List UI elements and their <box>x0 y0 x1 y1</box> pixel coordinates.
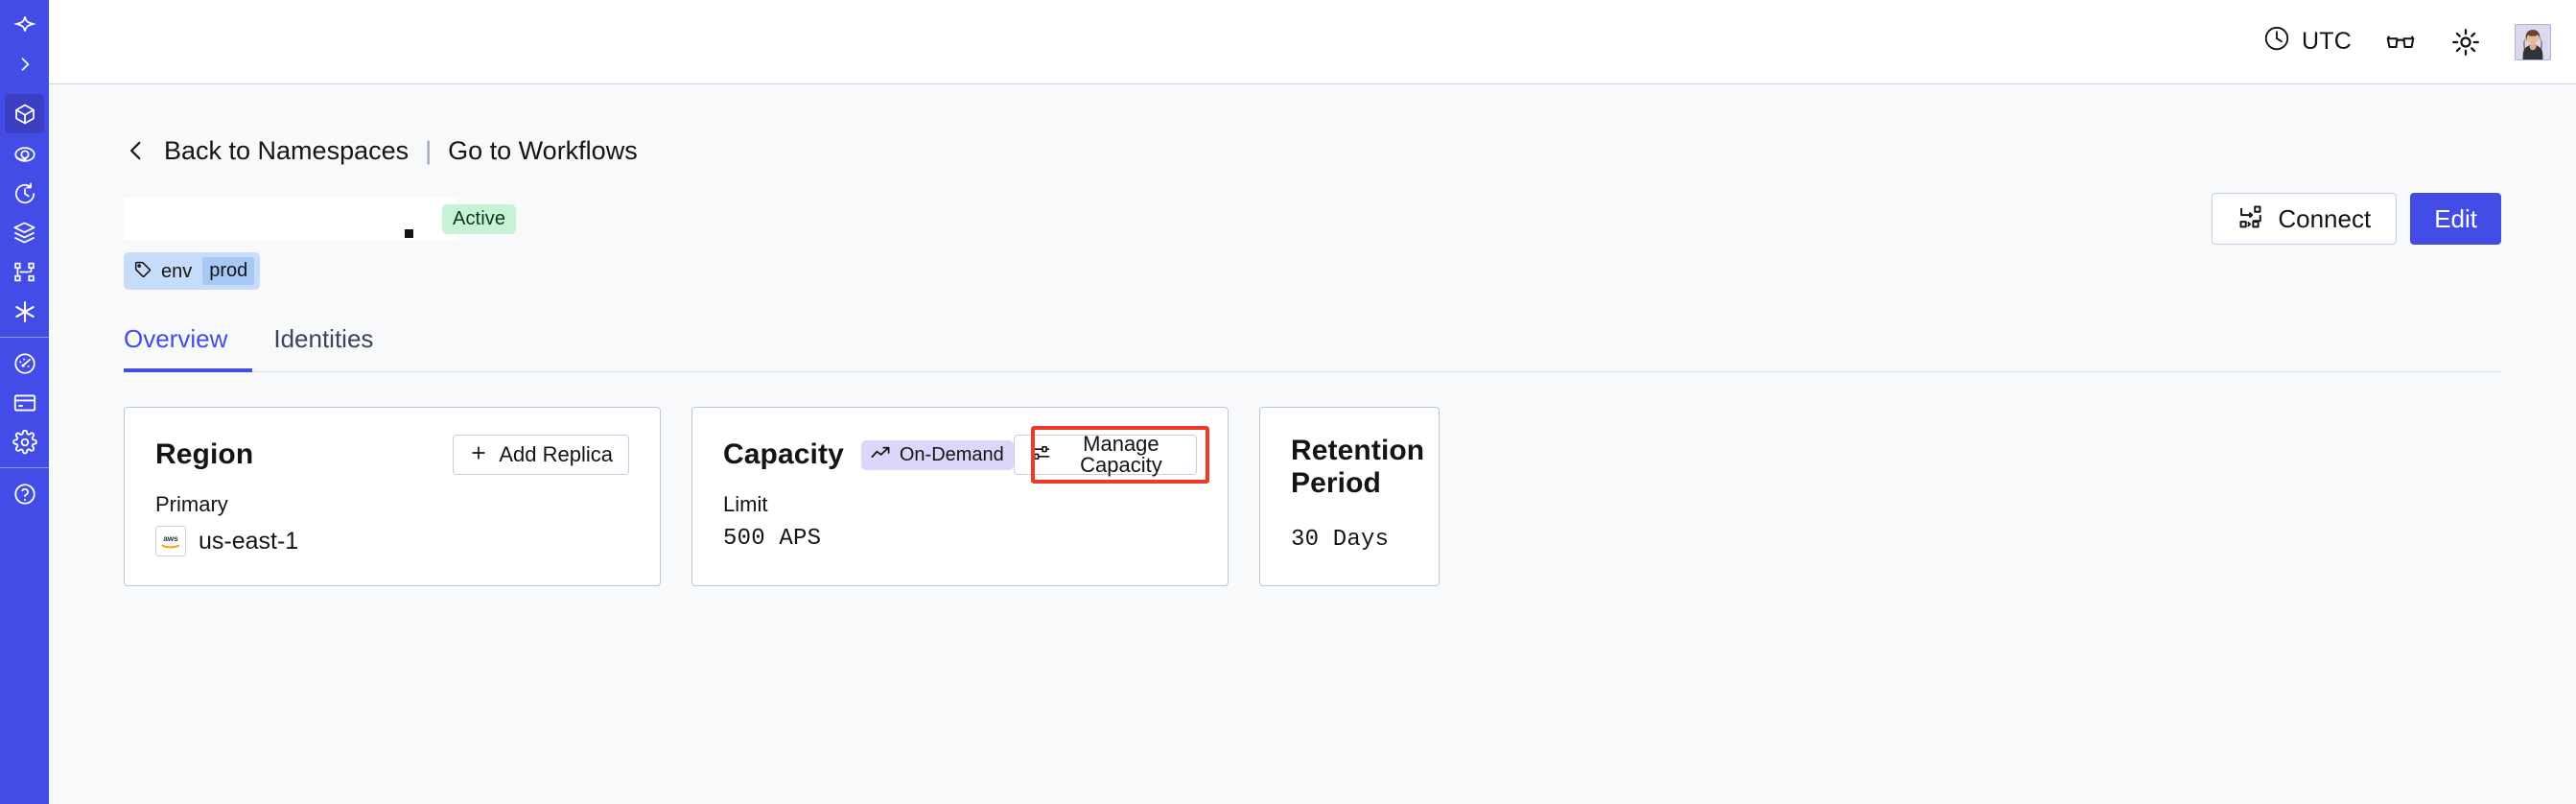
sidebar-item-billing[interactable] <box>5 383 44 422</box>
svg-text:aws: aws <box>163 534 178 543</box>
tab-bar: Overview Identities <box>124 324 2501 372</box>
breadcrumb-back-link[interactable]: Back to Namespaces <box>164 136 410 165</box>
tag-icon <box>133 260 152 283</box>
card-region-value: us-east-1 <box>199 527 299 555</box>
sidebar-item-support[interactable] <box>5 474 44 513</box>
sidebar-divider-2 <box>0 467 49 468</box>
card-capacity: Capacity On-Demand <box>691 407 1229 586</box>
add-replica-label: Add Replica <box>499 442 613 466</box>
card-retention-header: Retention Period <box>1291 435 1424 500</box>
card-capacity-sublabel: Limit <box>723 492 768 516</box>
chevron-left-icon[interactable] <box>124 138 149 163</box>
add-replica-button[interactable]: Add Replica <box>453 435 629 475</box>
card-retention-period: Retention Period 30 Days <box>1259 407 1440 586</box>
sidebar-expand-button[interactable] <box>5 44 44 83</box>
namespace-title-dot <box>405 228 413 238</box>
namespace-title-row: Active <box>124 193 2501 245</box>
tag-key: env <box>161 260 193 282</box>
connect-button[interactable]: Connect <box>2212 193 2398 245</box>
page-content: Back to Namespaces | Go to Workflows Act… <box>49 84 2576 804</box>
overview-cards: Region Add Replica <box>124 407 2501 586</box>
breadcrumb: Back to Namespaces | Go to Workflows <box>124 136 2501 166</box>
sun-icon[interactable] <box>2449 26 2482 59</box>
sidebar-item-observability[interactable] <box>5 134 44 174</box>
card-region-sublabel: Primary <box>155 492 228 516</box>
main-area: UTC <box>49 0 2576 804</box>
edit-button[interactable]: Edit <box>2410 193 2501 245</box>
status-badge: Active <box>442 203 517 234</box>
sidebar-item-batch-operations[interactable] <box>5 213 44 252</box>
sidebar-item-integrations[interactable] <box>5 292 44 331</box>
breadcrumb-separator: | <box>425 136 433 165</box>
sidebar-item-schedules[interactable] <box>5 174 44 213</box>
capacity-mode-label: On-Demand <box>899 443 1004 465</box>
manage-capacity-button[interactable]: Manage Capacity <box>1013 432 1197 477</box>
namespace-title <box>124 198 457 240</box>
clock-icon <box>2262 24 2291 59</box>
tag-value: prod <box>202 257 255 285</box>
namespace-tags: env prod <box>124 252 2501 290</box>
capacity-mode-badge: On-Demand <box>860 439 1014 470</box>
tag-chip-env[interactable]: env prod <box>124 252 261 290</box>
card-capacity-title: Capacity <box>723 438 844 470</box>
timezone-label: UTC <box>2302 28 2352 55</box>
manage-capacity-label: Manage Capacity <box>1080 432 1162 477</box>
aws-logo-icon: aws <box>155 526 186 556</box>
user-avatar[interactable] <box>2515 23 2551 60</box>
trending-up-icon <box>871 445 892 464</box>
plus-icon <box>469 443 488 466</box>
timezone-selector[interactable]: UTC <box>2262 24 2352 59</box>
card-region-header: Region Add Replica <box>155 435 629 475</box>
connect-button-label: Connect <box>2278 204 2372 233</box>
card-region-title: Region <box>155 438 254 470</box>
card-region: Region Add Replica <box>124 407 661 586</box>
sidebar-item-usage[interactable] <box>5 343 44 383</box>
temporal-logo-icon[interactable] <box>5 4 44 43</box>
top-header-bar: UTC <box>49 0 2576 84</box>
card-capacity-header: Capacity On-Demand <box>723 432 1197 477</box>
tab-identities[interactable]: Identities <box>252 324 394 372</box>
card-retention-value: 30 Days <box>1291 527 1390 553</box>
header-actions: UTC <box>2262 23 2551 60</box>
glasses-icon[interactable] <box>2384 26 2417 59</box>
sidebar-item-namespaces[interactable] <box>5 94 44 133</box>
tab-overview[interactable]: Overview <box>124 324 253 372</box>
card-region-value-row: aws us-east-1 <box>155 526 629 556</box>
sidebar <box>0 0 49 804</box>
sidebar-divider-1 <box>0 337 49 338</box>
sidebar-item-settings[interactable] <box>5 422 44 461</box>
namespace-actions: Connect Edit <box>2212 193 2501 245</box>
sliders-icon <box>1030 442 1051 467</box>
breadcrumb-workflows-link[interactable]: Go to Workflows <box>448 136 638 165</box>
card-capacity-value: 500 APS <box>723 526 822 552</box>
card-retention-title: Retention Period <box>1291 435 1425 499</box>
connect-icon <box>2237 203 2264 234</box>
sidebar-item-workflows[interactable] <box>5 252 44 292</box>
